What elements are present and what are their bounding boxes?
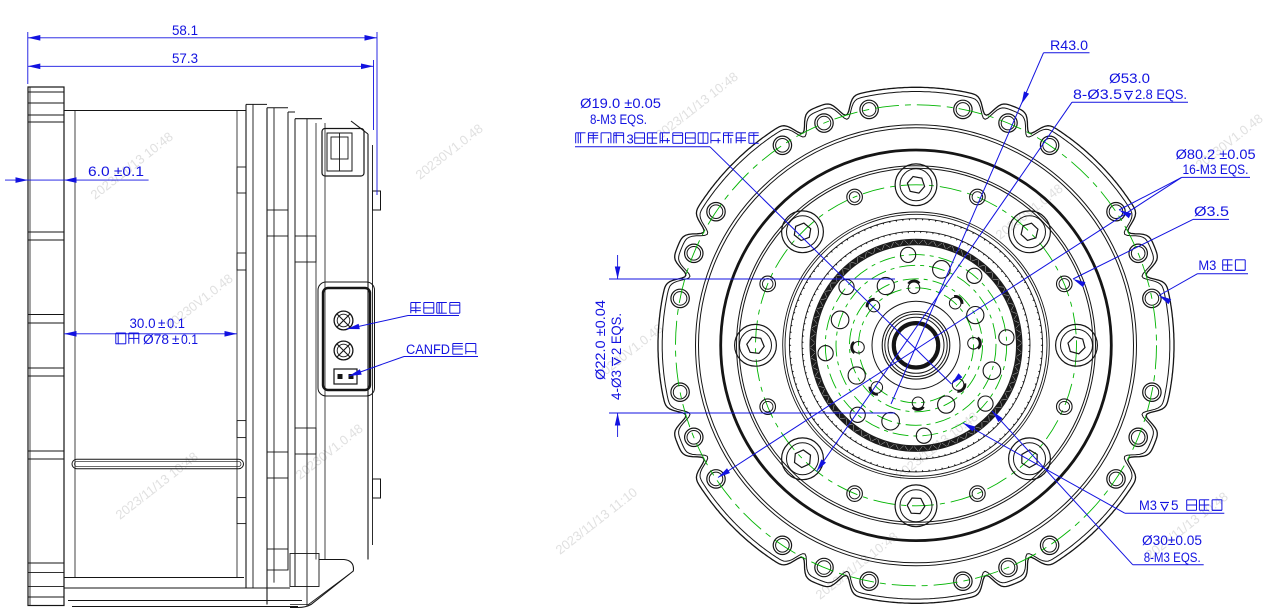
svg-text:2.8 EQS.: 2.8 EQS. xyxy=(1135,87,1187,102)
svg-text:Ø80.2 ±0.05: Ø80.2 ±0.05 xyxy=(1176,147,1256,162)
svg-text:0.1: 0.1 xyxy=(167,316,185,331)
svg-text:4-Ø3: 4-Ø3 xyxy=(609,370,624,400)
svg-text:8-M3 EQS.: 8-M3 EQS. xyxy=(1144,550,1201,565)
svg-text:58.1: 58.1 xyxy=(172,23,198,38)
svg-text:8-Ø3.5: 8-Ø3.5 xyxy=(1073,87,1122,102)
svg-text:8-M3 EQS.: 8-M3 EQS. xyxy=(590,112,647,127)
svg-text:M3: M3 xyxy=(1198,258,1216,273)
svg-text:0.1: 0.1 xyxy=(181,332,198,347)
svg-text:16-M3 EQS.: 16-M3 EQS. xyxy=(1183,162,1249,177)
svg-text:2 EQS.: 2 EQS. xyxy=(609,313,624,355)
svg-text:CANFD: CANFD xyxy=(406,342,450,357)
svg-text:30.0: 30.0 xyxy=(130,316,156,331)
svg-text:5: 5 xyxy=(1171,498,1179,513)
svg-text:Ø78: Ø78 xyxy=(143,332,169,347)
svg-text:M3: M3 xyxy=(1139,498,1157,513)
svg-text:Ø3.5: Ø3.5 xyxy=(1194,204,1229,219)
svg-text:±: ± xyxy=(172,332,179,347)
svg-text:R43.0: R43.0 xyxy=(1050,38,1088,53)
svg-text:Ø30±0.05: Ø30±0.05 xyxy=(1142,533,1202,548)
svg-text:3: 3 xyxy=(627,132,634,147)
svg-text:Ø19.0 ±0.05: Ø19.0 ±0.05 xyxy=(580,96,661,111)
svg-text:±: ± xyxy=(158,316,165,331)
svg-text:Ø22.0 ±0.04: Ø22.0 ±0.04 xyxy=(593,299,608,380)
svg-text:6.0 ±0.1: 6.0 ±0.1 xyxy=(88,164,144,179)
svg-text:Ø53.0: Ø53.0 xyxy=(1109,71,1150,86)
svg-text:57.3: 57.3 xyxy=(172,51,198,66)
